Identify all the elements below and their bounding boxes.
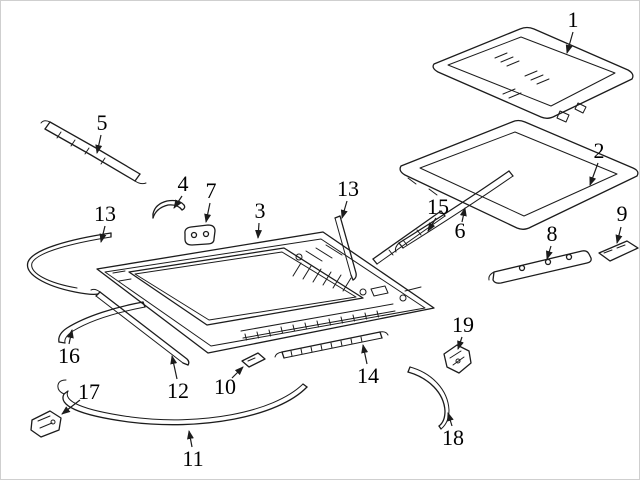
part-5-wind-deflector — [40, 120, 147, 185]
callout-arrow-17 — [61, 399, 81, 415]
part-13-cable-left — [26, 232, 112, 296]
callout-arrow-1 — [565, 31, 574, 54]
callout-arrow-2 — [589, 162, 599, 186]
part-9-bracket — [598, 240, 639, 262]
callout-label-11: 11 — [182, 446, 204, 471]
part-6-rail — [394, 170, 514, 253]
callout-label-18: 18 — [442, 425, 464, 450]
callout-label-14: 14 — [357, 363, 379, 388]
callout-label-5: 5 — [96, 110, 108, 135]
callout-label-13a: 13 — [94, 201, 116, 226]
callout-arrow-9 — [615, 226, 623, 244]
callout-label-6: 6 — [454, 218, 466, 243]
callout-arrow-8 — [546, 245, 553, 260]
callout-label-7: 7 — [205, 178, 217, 203]
callout-label-10: 10 — [214, 374, 236, 399]
part-3-frame-assembly — [96, 231, 435, 354]
callout-label-2: 2 — [593, 138, 605, 163]
callout-arrows — [61, 31, 623, 448]
part-4-hook — [152, 199, 186, 219]
callout-arrow-11 — [187, 430, 194, 448]
part-19-drive-unit — [443, 344, 472, 374]
part-8-bracket-rail — [488, 250, 592, 284]
callout-label-12: 12 — [167, 378, 189, 403]
callout-arrow-16 — [66, 329, 74, 345]
part-16-trim — [58, 301, 146, 344]
part-10-slider — [241, 352, 266, 368]
callout-label-17: 17 — [78, 379, 100, 404]
callout-label-19: 19 — [452, 312, 474, 337]
callout-arrow-15 — [427, 217, 437, 232]
callout-arrow-5 — [95, 134, 103, 154]
callout-arrow-6 — [459, 207, 467, 223]
callout-label-16: 16 — [58, 343, 80, 368]
callout-arrow-3 — [255, 222, 263, 239]
part-1-sunroof-glass — [432, 26, 634, 123]
callout-label-8: 8 — [546, 221, 558, 246]
callout-label-4: 4 — [177, 171, 189, 196]
part-2-seal-frame — [399, 119, 639, 230]
callout-arrow-18 — [447, 412, 454, 427]
callout-arrow-4 — [173, 195, 183, 209]
part-11-cable — [57, 379, 308, 426]
callout-label-3: 3 — [254, 198, 266, 223]
part-18-cable — [407, 366, 450, 430]
callout-label-9: 9 — [616, 201, 628, 226]
part-12-rail — [90, 288, 190, 366]
part-7-bracket — [184, 224, 216, 246]
callout-label-13b: 13 — [337, 176, 359, 201]
callout-arrow-19 — [457, 336, 464, 350]
callout-arrow-10 — [231, 366, 244, 379]
callout-arrow-7 — [204, 202, 212, 223]
callout-label-15: 15 — [427, 194, 449, 219]
callout-label-1: 1 — [567, 7, 579, 32]
callout-arrow-12 — [170, 355, 178, 380]
callout-arrow-14 — [361, 344, 369, 365]
part-14-rail — [274, 331, 389, 359]
callout-arrow-13a — [99, 225, 107, 243]
part-17-end-fitting — [30, 410, 62, 438]
callout-arrow-13b — [340, 200, 348, 219]
part-13-rail-right — [334, 215, 357, 281]
